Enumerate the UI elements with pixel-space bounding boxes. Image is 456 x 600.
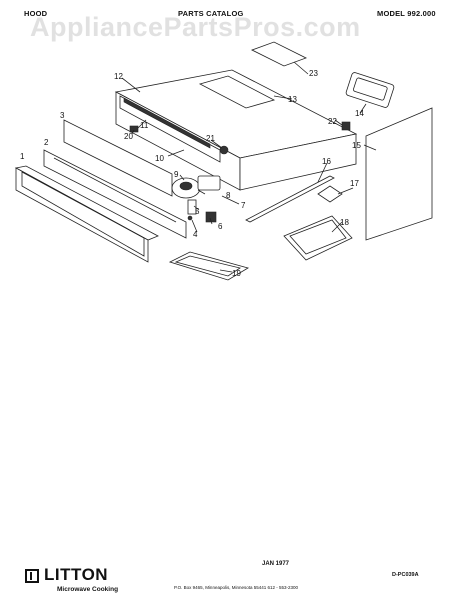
part-damper [250,41,308,67]
part-label-8: 8 [226,191,231,200]
part-label-14: 14 [355,109,364,118]
part-label-11: 11 [140,121,149,130]
part-main-housing [114,69,358,191]
part-label-9: 9 [174,170,179,179]
part-label-2: 2 [44,138,49,147]
leader-lines [121,61,377,273]
part-label-18: 18 [340,218,349,227]
part-filter-panel [43,149,187,239]
watermark: AppliancePartsPros.com [30,12,361,42]
part-front-grille [14,165,159,263]
part-label-1: 1 [20,152,25,161]
part-label-10: 10 [155,154,164,163]
header-title: PARTS CATALOG [178,9,244,18]
part-label-20: 20 [124,132,133,141]
litton-logo-icon [25,569,39,583]
part-label-23: 23 [309,69,318,78]
part-label-19: 19 [232,269,241,278]
part-filter-tray [283,215,353,261]
part-light-lens [345,72,395,108]
part-label-7: 7 [241,201,246,210]
part-front-panel [63,119,173,197]
brand-subtitle: Microwave Cooking [57,586,119,593]
brand-name: LITTON [44,565,109,584]
part-label-5: 5 [195,207,200,216]
part-label-6: 6 [218,222,223,231]
company-address: P.O. Box 9465, Minneapolis, Minnesota 55… [174,585,299,590]
part-top-vent [198,75,276,109]
part-charcoal-filter [168,251,250,281]
part-small-plate [317,185,343,203]
part-label-22: 22 [328,117,337,126]
part-label-4: 4 [193,230,198,239]
part-label-16: 16 [322,157,331,166]
part-label-21: 21 [206,134,215,143]
catalog-date: JAN 1977 [262,561,290,567]
part-label-17: 17 [350,179,359,188]
header-category: HOOD [24,9,48,18]
part-bulb-socket [341,121,351,131]
part-label-13: 13 [288,95,297,104]
part-label-3: 3 [60,111,65,120]
part-side-panel [365,107,433,241]
part-label-12: 12 [114,72,123,81]
part-rail [245,175,335,223]
header-model: MODEL 992.000 [377,9,436,18]
document-number: D-PC039A [392,572,419,578]
part-label-15: 15 [352,141,361,150]
